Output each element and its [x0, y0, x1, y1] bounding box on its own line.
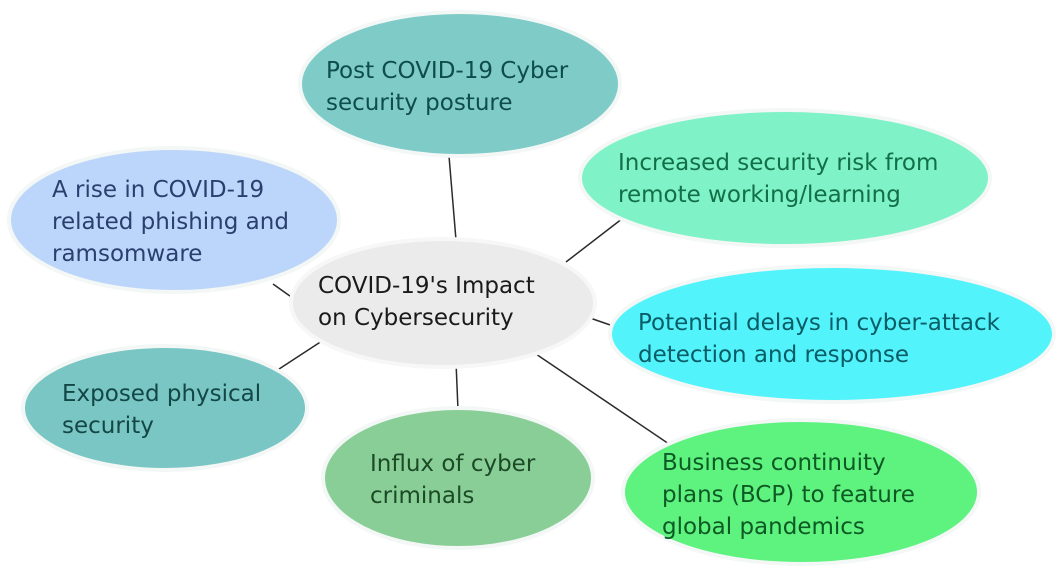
node-label-remote-working-risk-line-1: Increased security risk from — [618, 150, 938, 176]
node-ellipse-cyber-criminals — [321, 406, 595, 550]
node-label-physical-security-line-2: security — [62, 413, 154, 439]
node-label-cyber-criminals-line-2: criminals — [370, 483, 474, 509]
node-label-remote-working-risk-line-2: remote working/learning — [618, 182, 901, 208]
center-ellipse — [289, 237, 597, 369]
connector-post-covid-posture — [448, 155, 457, 241]
node-label-business-continuity-line-2: plans (BCP) to feature — [662, 482, 915, 508]
node-label-phishing-ransomware-line-3: ramsomware — [52, 241, 202, 267]
node-label-business-continuity-line-1: Business continuity — [662, 450, 886, 476]
node-ellipse-physical-security — [21, 344, 309, 472]
nodes: Post COVID-19 Cyber security postureIncre… — [7, 10, 1056, 566]
node-phishing-ransomware: A rise in COVID-19 related phishing and ra… — [7, 146, 341, 294]
center-node: COVID-19's Impact on Cybersecurity — [289, 237, 597, 369]
node-label-post-covid-posture-line-1: Post COVID-19 Cyber — [326, 58, 569, 84]
node-business-continuity: Business continuity plans (BCP) to featur… — [621, 418, 981, 566]
connector-physical-security — [275, 338, 326, 372]
center-title-line-2: on Cybersecurity — [318, 305, 514, 331]
center-title-line-1: COVID-19's Impact — [318, 273, 535, 299]
node-cyber-criminals: Influx of cyber criminals — [321, 406, 595, 550]
node-ellipse-phishing-ransomware — [7, 146, 341, 294]
connector-cyber-criminals — [455, 361, 459, 411]
node-physical-security: Exposed physical security — [21, 344, 309, 472]
node-label-cyber-criminals-line-1: Influx of cyber — [370, 451, 536, 477]
node-label-post-covid-posture-line-2: security posture — [326, 90, 513, 116]
node-label-phishing-ransomware-line-2: related phishing and — [52, 209, 289, 235]
connectors — [272, 155, 670, 445]
node-label-detection-delays-line-1: Potential delays in cyber-attack — [638, 310, 1001, 336]
node-label-detection-delays-line-2: detection and response — [638, 342, 909, 368]
node-label-physical-security-line-1: Exposed physical — [62, 381, 261, 407]
node-post-covid-posture: Post COVID-19 Cyber security posture — [298, 10, 622, 158]
node-ellipse-remote-working-risk — [578, 108, 992, 248]
node-label-phishing-ransomware-line-1: A rise in COVID-19 — [52, 177, 264, 203]
node-ellipse-post-covid-posture — [298, 10, 622, 158]
node-label-business-continuity-line-3: global pandemics — [662, 514, 865, 540]
node-detection-delays: Potential delays in cyber-attack detectio… — [608, 264, 1056, 404]
node-ellipse-business-continuity — [621, 418, 981, 566]
node-ellipse-detection-delays — [608, 264, 1056, 404]
connector-remote-working-risk — [565, 214, 628, 263]
node-remote-working-risk: Increased security risk from remote worki… — [578, 108, 992, 248]
connector-business-continuity — [529, 349, 670, 445]
